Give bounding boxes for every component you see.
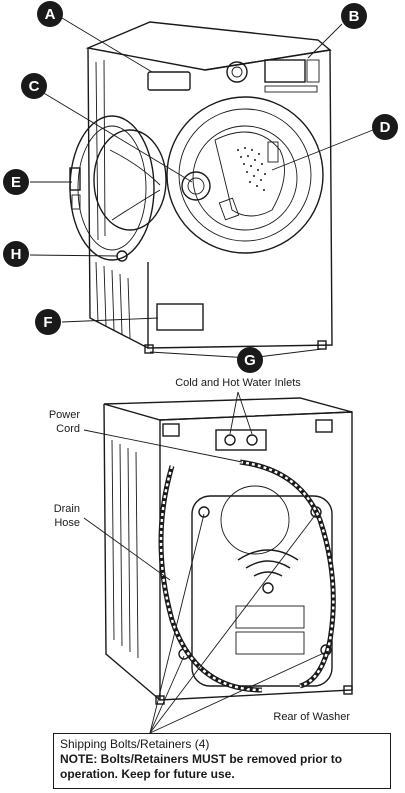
svg-text:G: G [244,352,256,369]
svg-text:A: A [45,6,56,23]
callout-badge-e: E [3,169,29,195]
rear-of-washer-label: Rear of Washer [273,711,350,723]
drain-hose-label-line2: Hose [54,517,80,529]
callout-badge-c: C [21,73,47,99]
svg-text:F: F [43,314,52,331]
svg-text:D: D [380,119,391,136]
inlets-label: Cold and Hot Water Inlets [175,377,301,389]
callout-badge-a: A [37,1,63,27]
svg-text:E: E [11,174,21,191]
svg-text:B: B [349,8,360,25]
callout-badge-g: G [237,347,263,373]
power-cord-label-line1: Power [49,409,81,421]
svg-text:C: C [29,78,40,95]
drain-hose-label-line1: Drain [54,503,80,515]
callout-badge-d: D [372,114,398,140]
power-cord-label-line2: Cord [56,423,80,435]
rear-leader-lines [83,391,327,734]
shipping-bolts-title: Shipping Bolts/Retainers (4) [60,737,210,751]
front-washer-illustration [69,21,333,354]
shipping-bolts-warning: NOTE: Bolts/Retainers MUST be removed pr… [60,752,343,781]
callout-badge-h: H [3,241,29,267]
callout-badge-b: B [341,3,367,29]
shipping-bolts-note: Shipping Bolts/Retainers (4) NOTE: Bolts… [53,733,391,789]
svg-text:H: H [11,246,22,263]
callout-badge-f: F [35,309,61,335]
rear-washer-illustration [103,397,353,705]
